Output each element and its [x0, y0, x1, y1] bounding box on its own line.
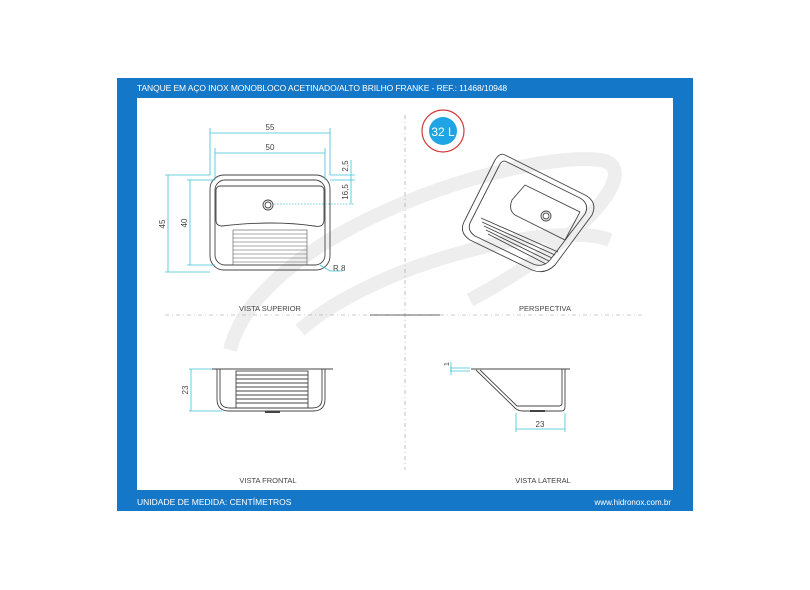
- top-view-dimensions: [165, 128, 355, 273]
- dim-outer-width: 55: [266, 123, 275, 132]
- watermark-swoosh: [223, 152, 622, 352]
- perspective-sink: [461, 153, 595, 273]
- dim-edge: 2,5: [341, 160, 350, 172]
- capacity-value: 32 L: [431, 125, 455, 139]
- dim-drain: 16,5: [341, 184, 350, 200]
- dim-side-flange: 1: [444, 362, 451, 366]
- side-view-sink: [471, 368, 570, 412]
- top-view-ribs: [232, 229, 308, 266]
- dim-inner-depth: 40: [180, 218, 189, 227]
- dim-radius: R 8: [333, 264, 346, 273]
- dim-outer-depth: 45: [158, 219, 167, 228]
- technical-drawing: 55 50 45 40 2,5 16,5 R 8 VISTA SUPERIOR …: [158, 109, 645, 485]
- label-perspectiva: PERSPECTIVA: [519, 304, 571, 313]
- unit-of-measure: UNIDADE DE MEDIDA: CENTÍMETROS: [137, 497, 292, 507]
- label-vista-lateral: VISTA LATERAL: [515, 476, 571, 485]
- label-vista-frontal: VISTA FRONTAL: [239, 476, 296, 485]
- front-view-sink: [212, 368, 333, 413]
- website-link[interactable]: www.hidronox.com.br: [594, 498, 671, 507]
- capacity-badge: 32 L: [421, 109, 465, 153]
- label-vista-superior: VISTA SUPERIOR: [239, 304, 302, 313]
- drawing-sheet: 55 50 45 40 2,5 16,5 R 8 VISTA SUPERIOR …: [137, 98, 673, 490]
- drawing-title: TANQUE EM AÇO INOX MONOBLOCO ACETINADO/A…: [137, 83, 508, 93]
- dim-side-bottom: 23: [536, 420, 545, 429]
- center-lines: [165, 115, 645, 470]
- front-view-dimensions: [189, 368, 222, 412]
- side-view-dimensions: [450, 362, 566, 432]
- drawing-frame: TANQUE EM AÇO INOX MONOBLOCO ACETINADO/A…: [117, 78, 693, 511]
- dim-front-height: 23: [181, 385, 190, 394]
- dim-inner-width: 50: [266, 143, 275, 152]
